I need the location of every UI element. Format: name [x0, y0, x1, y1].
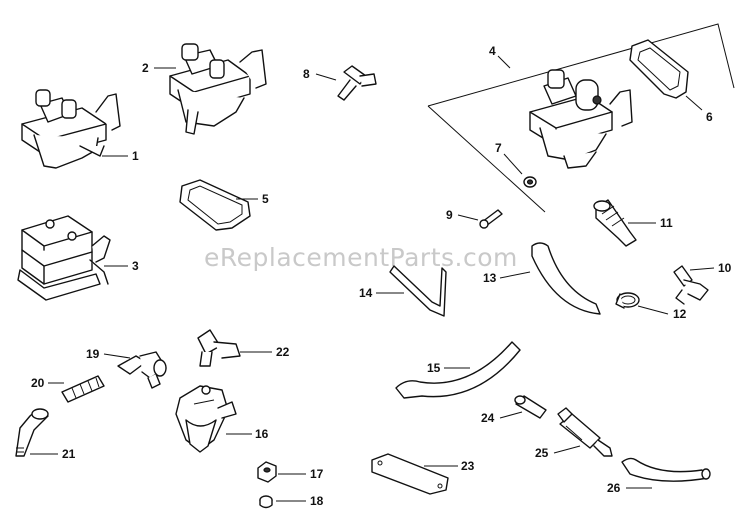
callout-24: 24	[481, 411, 495, 425]
part-13-curved-hose	[531, 242, 601, 315]
callout-1: 1	[132, 149, 139, 163]
part-19-tee-fitting	[117, 351, 167, 389]
callout-2: 2	[142, 61, 149, 75]
callout-20: 20	[31, 376, 45, 390]
part-12-hose-clamp	[615, 292, 640, 309]
part-18-ferrule	[259, 495, 273, 509]
part-26-hose	[621, 457, 711, 482]
callout-11: 11	[660, 216, 673, 230]
callout-15: 15	[427, 361, 441, 375]
callout-14: 14	[359, 286, 373, 300]
callout-4: 4	[489, 44, 496, 58]
part-9-screw	[479, 209, 503, 229]
callout-3: 3	[132, 259, 139, 273]
part-3-fuel-pump	[17, 215, 111, 301]
part-5-gasket	[179, 179, 251, 231]
callout-26: 26	[607, 481, 621, 495]
callout-5: 5	[262, 192, 269, 206]
callout-8: 8	[303, 67, 310, 81]
callout-21: 21	[62, 447, 76, 461]
callout-16: 16	[255, 427, 269, 441]
callout-25: 25	[535, 446, 549, 460]
callout-19: 19	[86, 347, 100, 361]
callout-18: 18	[310, 494, 324, 508]
part-8-elbow-fitting	[337, 65, 377, 101]
callout-12: 12	[673, 307, 687, 321]
callout-6: 6	[706, 110, 713, 124]
part-10-elbow	[673, 265, 709, 305]
callout-17: 17	[310, 467, 324, 481]
callout-13: 13	[483, 271, 497, 285]
part-6-gasket	[629, 39, 689, 99]
callout-labels: 1 2 3 4 5 6 7 8 9 10 11 12 13 14 15 16 1…	[31, 44, 732, 508]
watermark: eReplacementParts.com	[204, 243, 518, 272]
callout-22: 22	[276, 345, 290, 359]
callout-23: 23	[461, 459, 475, 473]
part-2-fuel-pump	[169, 43, 267, 135]
part-15-hose	[395, 341, 521, 399]
part-24-sleeve	[514, 395, 547, 419]
callout-7: 7	[495, 141, 502, 155]
part-23-gasket-plate	[371, 453, 449, 495]
callout-10: 10	[718, 261, 732, 275]
part-1-fuel-pump	[21, 89, 121, 169]
kit-bracket	[427, 23, 735, 213]
leader-lines	[30, 55, 715, 502]
part-25-inline-filter	[557, 407, 613, 457]
callout-9: 9	[446, 208, 453, 222]
part-22-elbow-fitting	[197, 329, 241, 367]
part-4-fuel-pump-kit	[529, 69, 633, 169]
part-20-nipple	[61, 375, 105, 403]
part-21-bent-tube	[15, 408, 49, 457]
part-11-barbed-fitting	[593, 199, 637, 247]
part-14-fuel-line	[389, 265, 447, 317]
part-7-washer	[523, 176, 537, 188]
part-16-filter-bowl	[175, 385, 237, 453]
part-17-nut	[257, 461, 277, 483]
